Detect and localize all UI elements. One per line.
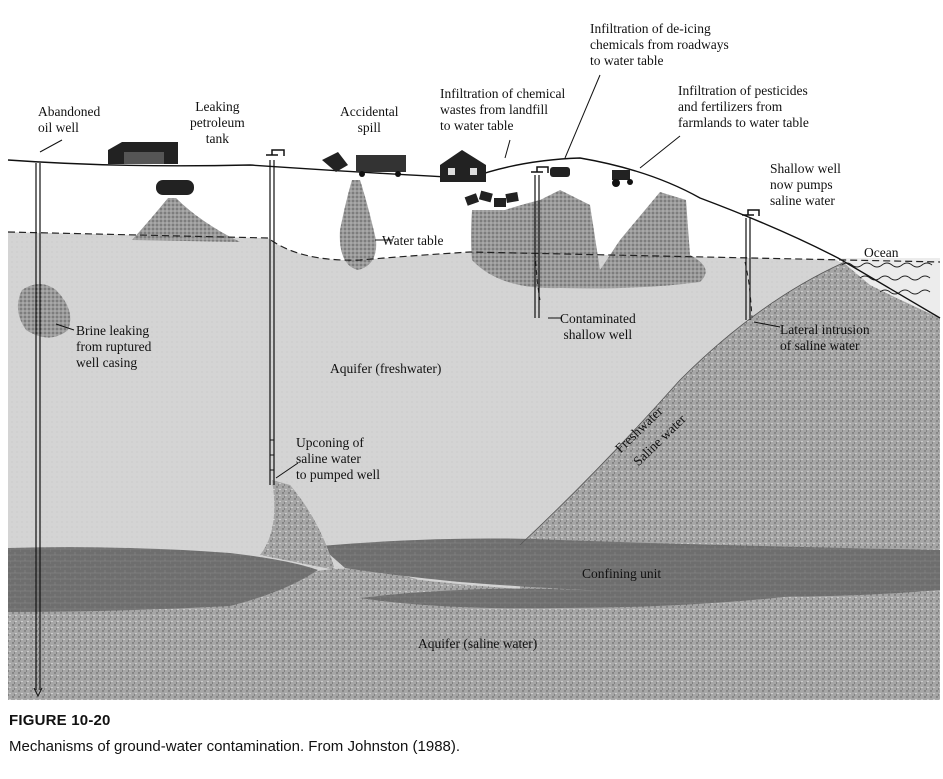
label-leaking-petroleum-tank: Leaking petroleum tank [190,99,245,146]
groundwater-contamination-diagram [7,74,941,700]
label-landfill-infiltration: Infiltration of chemical wastes from lan… [440,86,566,133]
confining-unit-lower-lens [360,588,830,609]
spill-truck [322,152,406,177]
label-accidental-spill: Accidental spill [340,104,399,135]
label-water-table: Water table [382,233,444,248]
label-brine-leak: Brine leaking from ruptured well casing [76,323,152,370]
landfill-barrels [464,190,519,207]
roadway-car [550,167,570,177]
label-ocean: Ocean [864,245,899,260]
warehouse-building [108,142,178,164]
spill-plume [339,180,377,270]
tank-plume [132,198,240,242]
label-pesticides-infiltration: Infiltration of pesticides and fertilize… [678,83,809,130]
figure-caption: Mechanisms of ground-water contamination… [9,738,461,755]
figure-number: FIGURE 10-20 [9,712,111,729]
label-upconing: Upconing of saline water to pumped well [296,435,380,482]
land-surface [7,157,941,319]
freshwater-saline-interface [519,261,846,546]
label-deicing-infiltration: Infiltration of de-icing chemicals from … [590,21,729,68]
landfill-plume [471,190,706,289]
confining-unit-left [8,547,318,612]
upconing-plume [260,480,335,570]
label-contaminated-well: Contaminated shallow well [560,311,636,342]
label-confining-unit: Confining unit [582,566,662,581]
label-abandoned-oil-well: Abandoned oil well [38,104,101,135]
label-aquifer-saline: Aquifer (saline water) [418,636,538,651]
tractor [612,170,633,187]
house [440,150,486,182]
label-aquifer-freshwater: Aquifer (freshwater) [330,361,442,376]
label-shallow-well-saline: Shallow well now pumps saline water [770,161,841,208]
water-table-line [7,231,941,263]
petroleum-tank [156,180,194,195]
label-lateral-intrusion: Lateral intrusion of saline water [780,322,870,353]
confining-unit-right [320,538,940,597]
